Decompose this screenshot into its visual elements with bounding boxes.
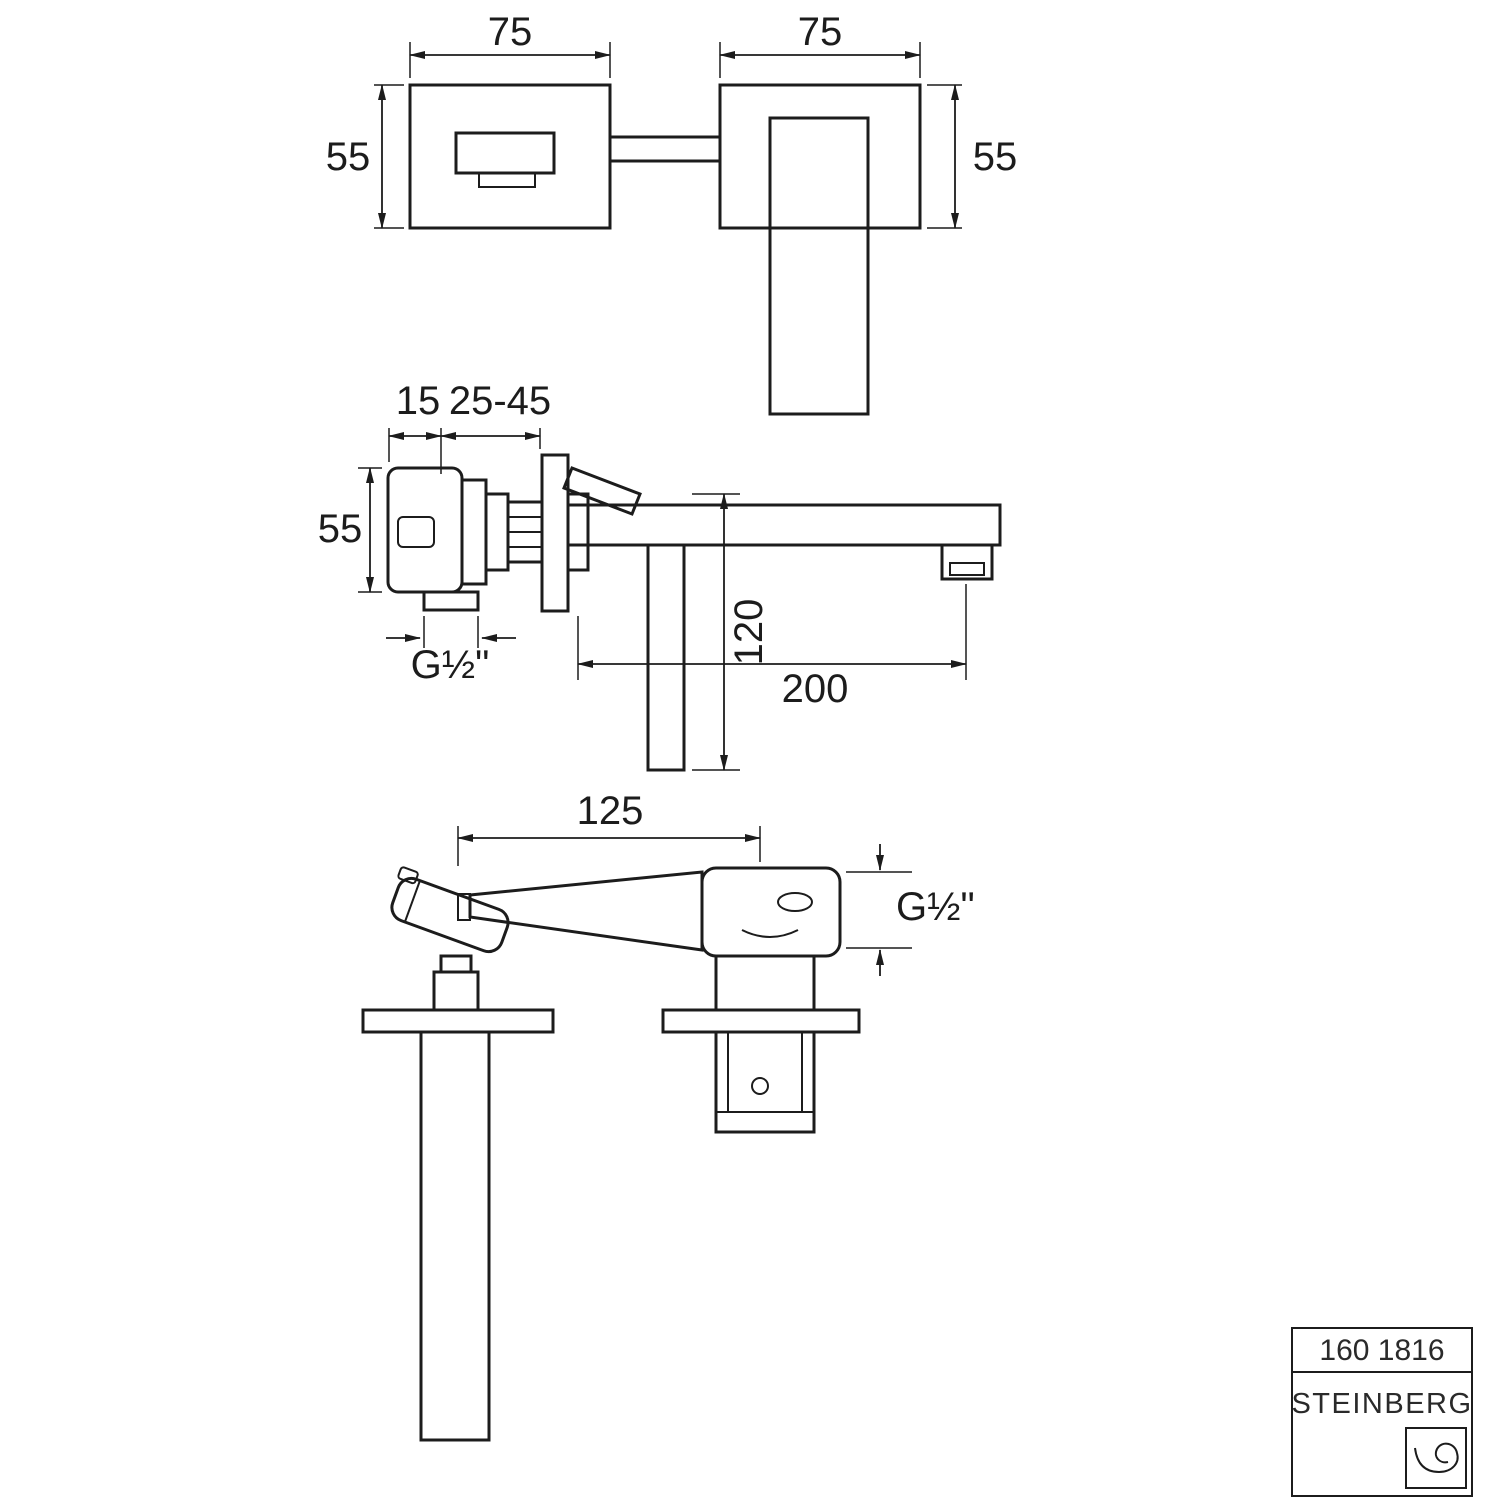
dim-label-75-handle: 75	[798, 10, 843, 54]
dim-55-body: 55	[318, 467, 382, 593]
handle-plan	[361, 866, 555, 1442]
handle-lever-front	[768, 116, 870, 416]
handle-plate-front	[718, 83, 922, 416]
connector-bar	[608, 135, 722, 163]
dim-label-25-45: 25-45	[449, 379, 551, 423]
spout-outlet-front	[454, 131, 556, 175]
steinberg-logo-icon	[1405, 1427, 1467, 1489]
dim-label-55-handle: 55	[973, 135, 1018, 179]
dim-label-75-spout: 75	[488, 10, 533, 54]
dim-label-15: 15	[396, 379, 441, 423]
dim-label-120: 120	[727, 599, 771, 666]
dim-label-55-spout: 55	[326, 135, 371, 179]
dim-label-55-body: 55	[318, 507, 363, 551]
inlet-tube-plan	[419, 1030, 491, 1442]
dim-200: 200	[577, 584, 967, 711]
dim-label-125: 125	[577, 789, 644, 833]
brand-name: STEINBERG	[1291, 1388, 1472, 1420]
spout-side	[566, 503, 1002, 581]
dim-75-handle: 75	[719, 10, 921, 78]
spout-plan	[457, 866, 861, 1134]
dim-55-spout: 55	[326, 84, 404, 229]
dim-15: 15	[388, 379, 442, 474]
dim-120: 120	[692, 493, 771, 771]
spout-plate-front	[408, 83, 612, 230]
front-view: 75 75 55 55	[326, 10, 1018, 416]
dim-label-g12-plan: G½"	[896, 885, 975, 929]
dim-g12-inlet: G½"	[386, 616, 516, 687]
dim-label-200: 200	[782, 667, 849, 711]
wall-plate-side	[540, 453, 570, 613]
escutcheon-spout-plan	[661, 1008, 861, 1034]
dim-75-spout: 75	[409, 10, 611, 78]
dim-125: 125	[457, 789, 761, 866]
inlet-stub-side	[422, 590, 480, 612]
mixer-body-side	[386, 466, 544, 612]
handle-pivot-side	[562, 466, 642, 516]
plan-view: 125 G½"	[361, 789, 975, 1442]
dim-55-handle: 55	[927, 84, 1018, 229]
title-block: 160 1816 STEINBERG	[1291, 1327, 1473, 1497]
dim-25-45: 25-45	[440, 379, 551, 449]
escutcheon-handle-plan	[361, 1008, 555, 1034]
dim-g12-plan: G½"	[846, 844, 975, 976]
side-view: 15 25-45 55 G½" 120	[318, 379, 1002, 772]
spout-aerator-side	[940, 543, 994, 581]
inwall-body-plan	[714, 1030, 816, 1134]
dim-label-g12-inlet: G½"	[411, 643, 490, 687]
handle-lever-side	[646, 543, 686, 772]
model-number: 160 1816	[1319, 1334, 1444, 1367]
